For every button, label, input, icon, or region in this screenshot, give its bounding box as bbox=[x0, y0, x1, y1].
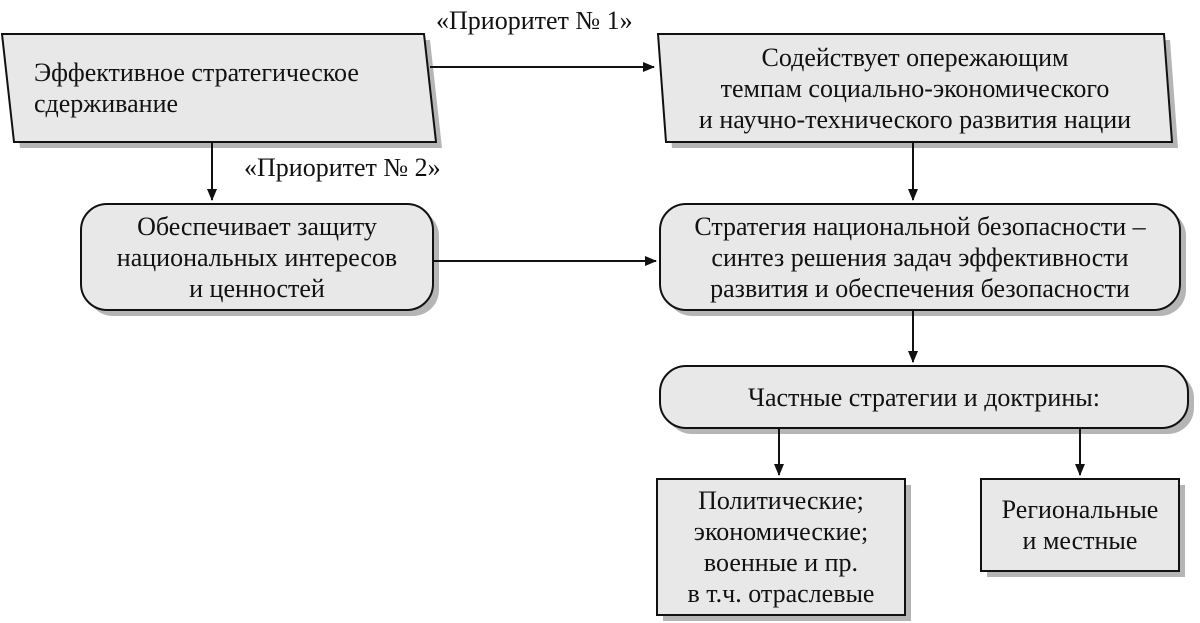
diagram-connectors bbox=[207, 62, 1085, 476]
node-private-strategies-label: Частные стратегии и доктрины: bbox=[748, 382, 1100, 412]
node-sectoral-label: Политические; экономические; военные и п… bbox=[687, 486, 875, 608]
node-sectoral-shape bbox=[656, 478, 906, 616]
node-deterrence-shape bbox=[0, 33, 438, 143]
node-deterrence-label: Эффективное стратегическое сдерживание bbox=[34, 58, 359, 118]
node-strategy-label: Стратегия национальной безопасности – си… bbox=[694, 211, 1146, 303]
node-development-shape bbox=[656, 33, 1174, 143]
node-development-label: Содействует опережающим темпам социально… bbox=[698, 42, 1132, 134]
diagram-boxes bbox=[0, 33, 1189, 616]
edge-label-priority-2: «Приоритет № 2» bbox=[244, 153, 441, 182]
edge-label-priority-1: «Приоритет № 1» bbox=[436, 6, 633, 35]
node-protection-label: Обеспечивает защиту национальных интерес… bbox=[116, 211, 398, 303]
node-protection-shape bbox=[80, 203, 434, 311]
node-regional-shape bbox=[980, 478, 1180, 572]
node-private-strategies-shape bbox=[659, 365, 1189, 429]
node-strategy-shape bbox=[659, 203, 1181, 311]
node-regional-label: Региональные и местные bbox=[1001, 495, 1159, 555]
